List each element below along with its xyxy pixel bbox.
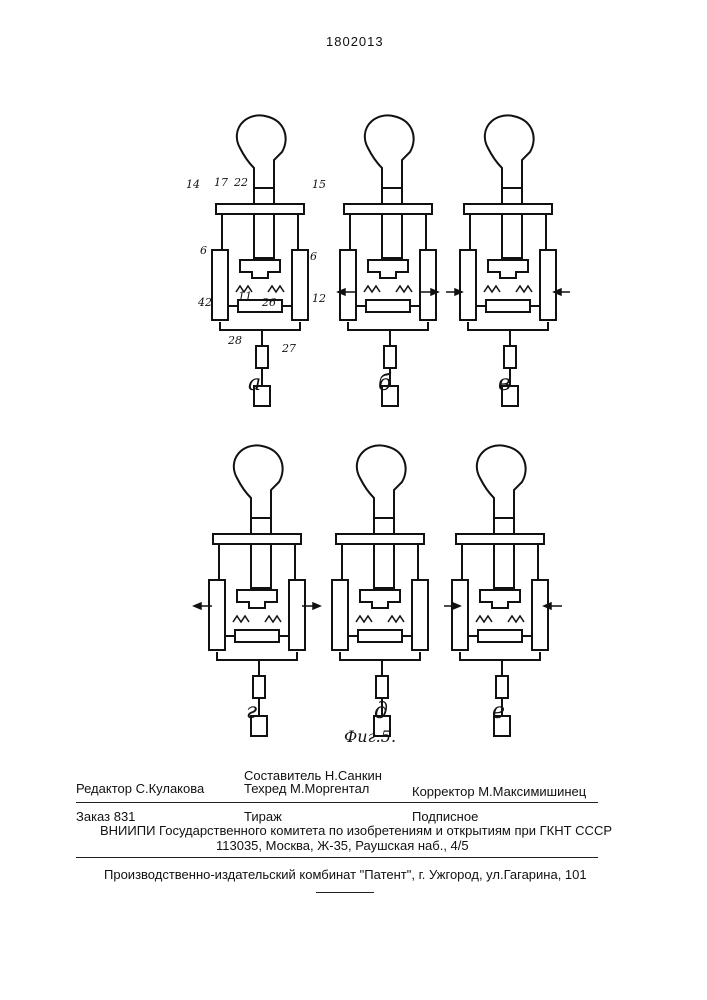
ref-numeral: 15 [312,178,326,191]
address-line: 113035, Москва, Ж-35, Раушская наб., 4/5 [216,838,469,853]
ref-numeral: 22 [233,176,248,189]
corrector-line: Корректор М.Максимишинец [412,784,586,799]
editor-line: Редактор С.Кулакова [76,781,204,796]
ref-numeral: 17 [214,176,228,189]
panel-letter: д [374,699,388,724]
panel-letter: б [378,371,392,396]
figure-5-drawing: 14 17 22 15 6 6 11 42 26 12 28 27 а б в … [0,0,707,760]
ref-numeral: 14 [186,178,200,191]
ref-numeral: 12 [312,292,326,305]
ref-numeral: 6 [310,250,317,263]
ref-numeral: 28 [227,334,242,347]
order-line: Заказ 831 [76,809,135,824]
divider [316,892,374,893]
ref-numeral: 27 [281,342,296,355]
figure-caption: Фиг.5. [344,727,396,746]
panel-letter: в [498,371,511,396]
divider [76,857,598,858]
ref-numeral: 6 [200,244,207,257]
ref-numeral: 11 [238,290,252,303]
subscription-line: Подписное [412,809,478,824]
techred-line: Техред М.Моргентал [244,781,369,796]
publisher-line: Производственно-издательский комбинат "П… [104,867,587,882]
circulation-line: Тираж [244,809,282,824]
panel-letter: а [248,371,261,396]
ref-numeral: 42 [197,296,212,309]
panel-letter: е [492,699,505,724]
org-line: ВНИИПИ Государственного комитета по изоб… [100,823,612,838]
panel-letter: г [246,699,257,724]
ref-numeral: 26 [261,296,276,309]
divider [76,802,598,803]
